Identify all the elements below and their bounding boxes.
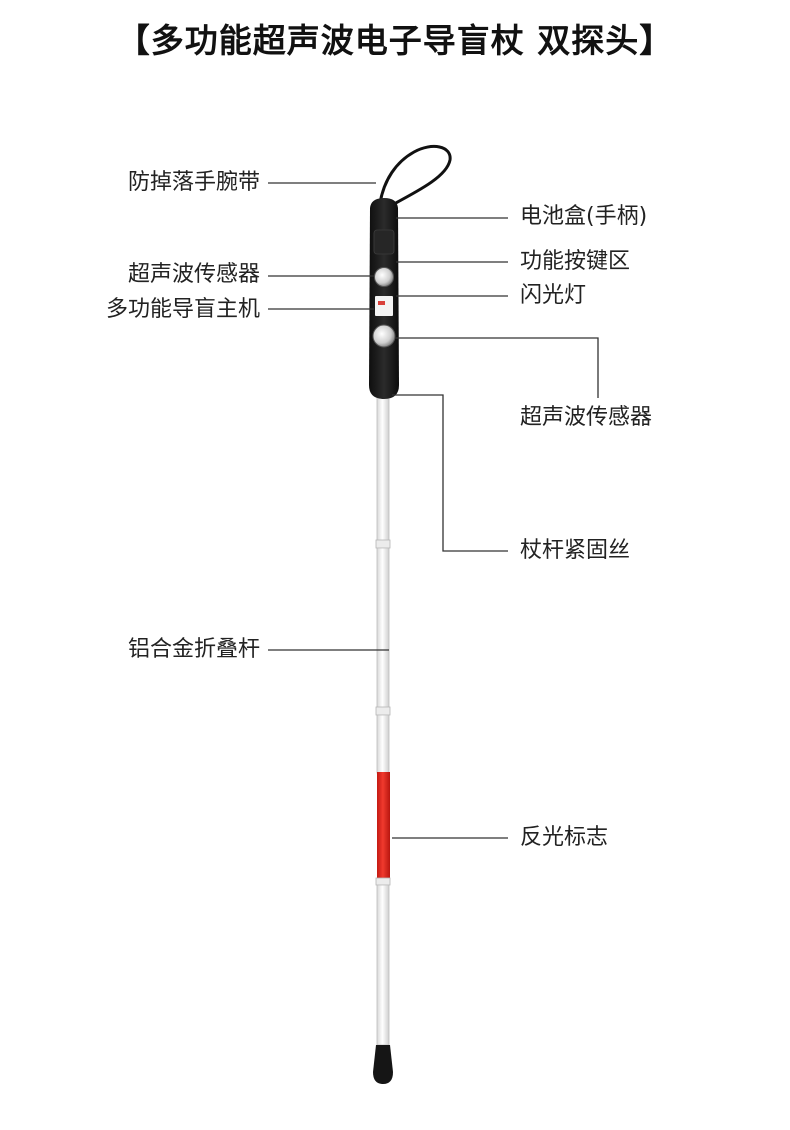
label-function-keys: 功能按键区 <box>520 249 631 274</box>
function-key-strip <box>373 229 395 255</box>
label-folding-rod: 铝合金折叠杆 <box>127 637 260 662</box>
label-flashlight: 闪光灯 <box>520 283 587 308</box>
leader-sensor-lower <box>395 337 599 398</box>
label-tension-wire: 杖杆紧固丝 <box>520 538 631 563</box>
rod-section-3 <box>376 714 390 774</box>
rod-section-2 <box>376 547 390 711</box>
rod-joint-1 <box>375 539 391 549</box>
flashlight-lens <box>375 296 393 316</box>
cane-tip <box>373 1045 393 1084</box>
wrist-strap <box>378 144 452 207</box>
rod-section-4 <box>376 884 390 1046</box>
flashlight-led <box>378 301 385 305</box>
rod-joint-2 <box>375 706 391 716</box>
page-title: 【多功能超声波电子导盲杖 双探头】 <box>116 21 674 60</box>
label-reflective-mark: 反光标志 <box>520 825 609 850</box>
rod-section-1 <box>376 394 390 546</box>
leader-tension-wire <box>392 394 508 552</box>
label-host-unit: 多功能导盲主机 <box>105 297 260 322</box>
rod-joint-3 <box>375 877 391 886</box>
label-wrist-strap: 防掉落手腕带 <box>127 170 260 195</box>
label-battery-box: 电池盒(手柄) <box>520 204 648 229</box>
label-ultrasonic-sensor-upper: 超声波传感器 <box>127 262 260 287</box>
reflective-band <box>377 772 390 880</box>
lower-sensor <box>372 324 396 348</box>
label-ultrasonic-sensor-lower: 超声波传感器 <box>520 405 653 430</box>
upper-sensor <box>374 267 394 287</box>
